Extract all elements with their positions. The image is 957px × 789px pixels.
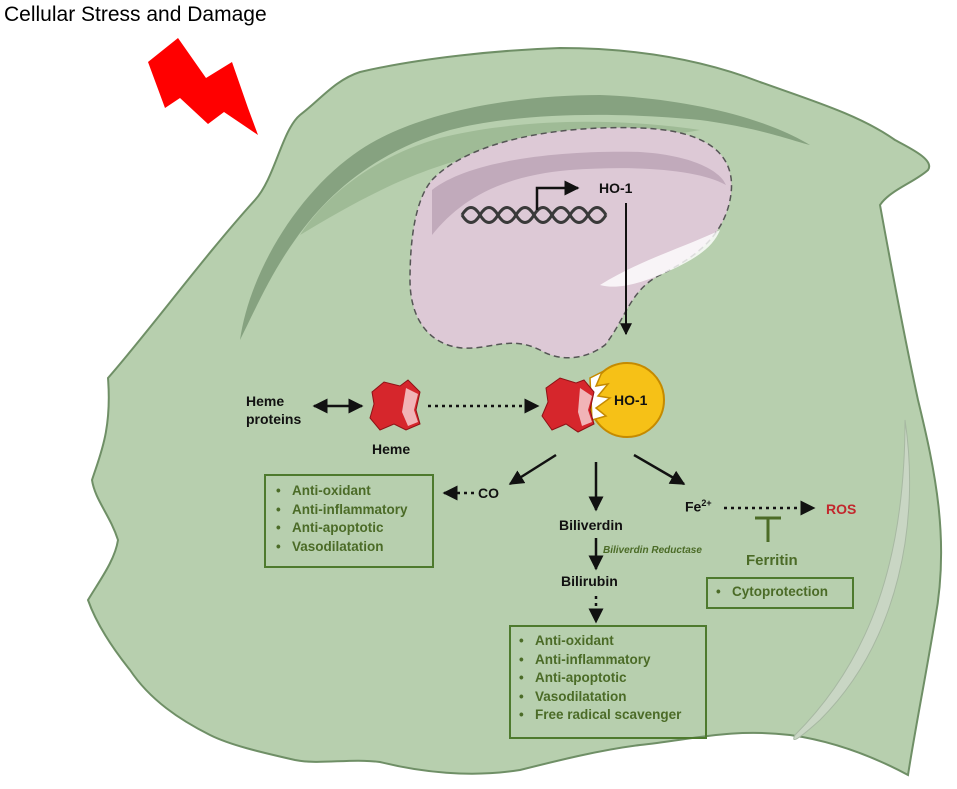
bullet-icon: • bbox=[519, 651, 524, 667]
bilirubin-effect-item: • Free radical scavenger bbox=[519, 706, 705, 725]
co-effect-text: Anti-inflammatory bbox=[292, 501, 408, 517]
dna-icon bbox=[460, 206, 608, 224]
co-effect-item: • Vasodilatation bbox=[276, 538, 432, 557]
co-effects-box: • Anti-oxidant • Anti-inflammatory • Anti-a… bbox=[264, 474, 434, 568]
bilirubin-effect-item: • Anti-inflammatory bbox=[519, 651, 705, 670]
arrow-to-fe bbox=[633, 453, 686, 486]
label-fe-charge: 2+ bbox=[701, 498, 712, 508]
label-fe-element: Fe bbox=[685, 498, 702, 515]
bilirubin-effects-box: • Anti-oxidant • Anti-inflammatory • Anti-a… bbox=[509, 625, 707, 739]
ferritin-effect-text: Cytoprotection bbox=[732, 584, 828, 599]
promoter-arrow-icon bbox=[535, 180, 580, 210]
co-effect-text: Anti-oxidant bbox=[292, 483, 371, 498]
label-heme: Heme bbox=[372, 441, 411, 457]
label-biliverdin: Biliverdin bbox=[559, 517, 623, 533]
label-ho1-gene: HO-1 bbox=[599, 180, 633, 196]
bilirubin-effect-text: Free radical scavenger bbox=[535, 707, 682, 722]
label-ferritin: Ferritin bbox=[746, 552, 798, 569]
membrane-band bbox=[240, 95, 810, 340]
bullet-icon: • bbox=[276, 538, 281, 554]
label-co: CO bbox=[478, 485, 499, 501]
bullet-icon: • bbox=[716, 584, 721, 599]
label-ros: ROS bbox=[826, 501, 857, 517]
label-fe: Fe2+ bbox=[685, 498, 712, 515]
bilirubin-effect-item: • Anti-apoptotic bbox=[519, 669, 705, 688]
arrow-to-co bbox=[508, 453, 557, 486]
bilirubin-effect-item: • Anti-oxidant bbox=[519, 632, 705, 651]
co-effect-text: Vasodilatation bbox=[292, 538, 384, 554]
ferritin-effects-box: • Cytoprotection bbox=[706, 577, 854, 609]
label-heme-proteins: Heme proteins bbox=[246, 393, 302, 427]
bullet-icon: • bbox=[276, 501, 281, 517]
co-effect-text: Anti-apoptotic bbox=[292, 520, 384, 535]
label-bilirubin: Bilirubin bbox=[561, 573, 618, 589]
ferritin-effect-item: • Cytoprotection bbox=[716, 583, 852, 602]
lightning-icon bbox=[148, 38, 258, 135]
bilirubin-effect-text: Vasodilatation bbox=[535, 688, 627, 704]
label-biliverdin-reductase: Biliverdin Reductase bbox=[603, 545, 702, 556]
bullet-icon: • bbox=[276, 483, 281, 498]
bullet-icon: • bbox=[276, 520, 281, 535]
bullet-icon: • bbox=[519, 688, 524, 704]
bilirubin-effect-text: Anti-oxidant bbox=[535, 633, 614, 648]
page-title: Cellular Stress and Damage bbox=[4, 3, 267, 26]
bilirubin-effect-text: Anti-apoptotic bbox=[535, 670, 627, 685]
label-ho1-enzyme: HO-1 bbox=[614, 392, 648, 408]
membrane-crescent bbox=[793, 419, 911, 740]
ferritin-inhibition-icon bbox=[755, 516, 781, 542]
co-effect-item: • Anti-apoptotic bbox=[276, 519, 432, 538]
bilirubin-effect-item: • Vasodilatation bbox=[519, 688, 705, 707]
ho1-enzyme-icon bbox=[541, 362, 665, 438]
bullet-icon: • bbox=[519, 707, 524, 722]
bullet-icon: • bbox=[519, 633, 524, 648]
co-effect-item: • Anti-oxidant bbox=[276, 482, 432, 501]
heme-icon bbox=[369, 379, 421, 431]
bilirubin-effect-text: Anti-inflammatory bbox=[535, 651, 651, 667]
bullet-icon: • bbox=[519, 670, 524, 685]
co-effect-item: • Anti-inflammatory bbox=[276, 501, 432, 520]
